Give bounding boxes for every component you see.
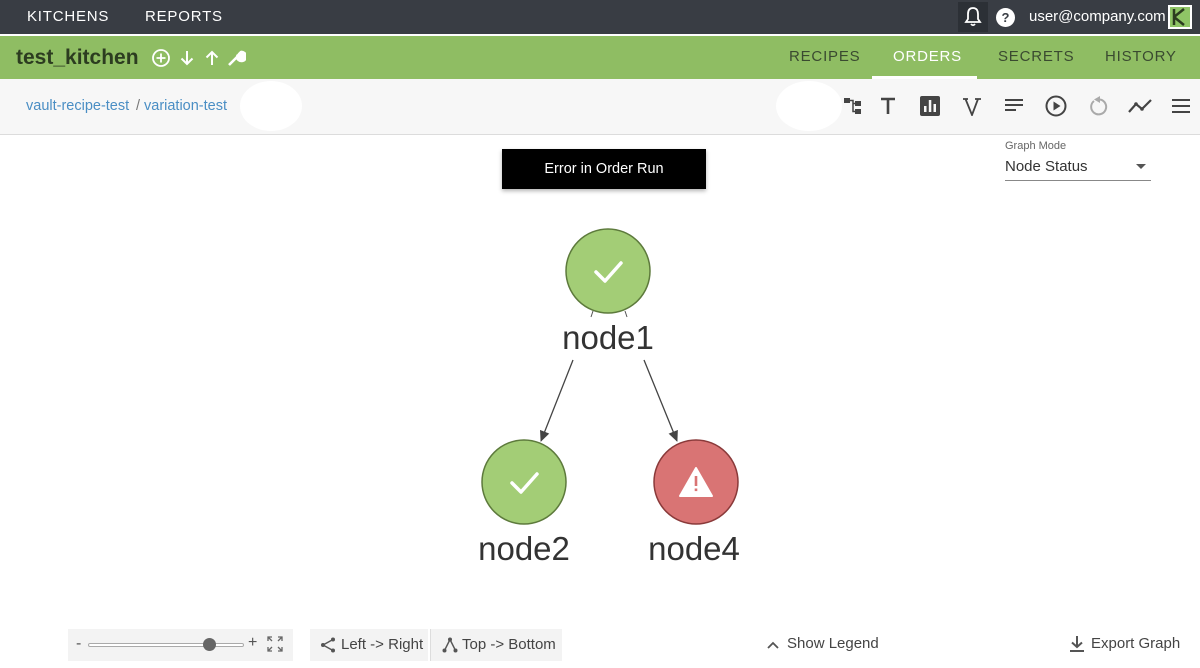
node-status-circle (565, 228, 651, 314)
play-circle-icon (1045, 95, 1067, 117)
tab-secrets[interactable]: SECRETS (998, 48, 1075, 65)
menu-icon (1172, 99, 1190, 113)
layout-left-right-button[interactable]: Left -> Right (310, 629, 428, 661)
export-graph-label: Export Graph (1091, 635, 1181, 652)
node-label: node2 (478, 530, 570, 567)
arrow-up-icon[interactable] (202, 48, 222, 68)
bar-chart-icon (920, 96, 940, 116)
text-view-icon (881, 97, 895, 114)
variables-button[interactable] (957, 92, 987, 120)
zoom-out-button[interactable]: - (76, 635, 82, 652)
logo-mark-icon (1172, 8, 1185, 26)
graph-mode-value: Node Status (1005, 158, 1088, 175)
layout-top-bottom-label: Top -> Bottom (462, 636, 556, 653)
log-lines-button[interactable] (999, 92, 1029, 120)
log-lines-icon (1005, 99, 1023, 111)
breadcrumb-separator: / (136, 98, 141, 114)
add-circle-icon[interactable] (151, 48, 171, 68)
checkmark-icon (594, 261, 623, 283)
node-status-circle (481, 439, 567, 525)
zoom-controls: - + (68, 629, 293, 661)
redaction-blob (240, 81, 302, 131)
undo-button[interactable] (1083, 92, 1113, 120)
graph-node-node4[interactable]: node4 (648, 439, 740, 567)
tree-icon (442, 637, 458, 653)
kitchen-name: test_kitchen (16, 46, 139, 69)
help-icon[interactable]: ? (996, 8, 1015, 27)
chevron-down-icon (1136, 164, 1146, 169)
top-nav-bar: KITCHENS REPORTS ? user@company.com (0, 0, 1200, 34)
tab-history[interactable]: HISTORY (1105, 48, 1177, 65)
graph-mode-label: Graph Mode (1005, 140, 1067, 152)
breadcrumb: vault-recipe-test / variation-test (0, 79, 1200, 135)
graph-view-icon (844, 98, 861, 114)
notifications-button[interactable] (958, 2, 988, 32)
active-tab-indicator (872, 76, 977, 79)
zoom-in-button[interactable]: + (248, 634, 258, 651)
graph-node-node1[interactable]: node1 (562, 228, 654, 356)
bell-icon (964, 7, 982, 27)
layout-left-right-label: Left -> Right (341, 636, 424, 653)
variables-icon (963, 98, 981, 116)
breadcrumb-recipe[interactable]: vault-recipe-test (26, 98, 130, 114)
nav-reports[interactable]: REPORTS (145, 8, 223, 25)
undo-icon (1090, 96, 1108, 116)
timeline-button[interactable] (1125, 92, 1155, 120)
kitchen-bar: test_kitchen RECIPES ORDERS SECRETS HIST… (0, 36, 1200, 79)
tab-recipes[interactable]: RECIPES (789, 48, 861, 65)
error-snackbar: Error in Order Run (502, 149, 706, 189)
edge-node1-node2 (540, 359, 574, 442)
graph-node-node2[interactable]: node2 (478, 439, 570, 567)
node-label: node4 (648, 530, 740, 567)
fit-screen-icon[interactable] (267, 636, 283, 652)
text-view-button[interactable] (873, 92, 903, 120)
tab-orders[interactable]: ORDERS (893, 48, 962, 65)
wrench-icon[interactable] (226, 48, 246, 68)
brand-logo (1168, 5, 1192, 29)
zoom-slider-track[interactable] (88, 643, 244, 647)
timeline-icon (1128, 99, 1152, 113)
arrow-down-icon[interactable] (177, 48, 197, 68)
download-icon (1070, 636, 1084, 652)
menu-button[interactable] (1166, 92, 1196, 120)
user-menu[interactable]: user@company.com (1029, 8, 1166, 25)
edge-node1-node4 (643, 359, 678, 442)
node1-stub-marks (590, 310, 628, 318)
warning-icon-dot (694, 488, 698, 492)
show-legend-label: Show Legend (787, 635, 879, 652)
order-graph: node1 node2 node4 (478, 228, 740, 567)
nav-kitchens[interactable]: KITCHENS (27, 8, 110, 25)
checkmark-icon (510, 472, 539, 494)
graph-mode-select[interactable]: Node Status (1005, 154, 1151, 181)
breadcrumb-variation[interactable]: variation-test (144, 98, 228, 114)
run-button[interactable] (1041, 92, 1071, 120)
layout-top-bottom-button[interactable]: Top -> Bottom (430, 629, 562, 661)
bar-chart-button[interactable] (915, 92, 945, 120)
share-icon (321, 637, 335, 653)
chevron-up-icon (767, 641, 779, 649)
node-label: node1 (562, 319, 654, 356)
warning-icon-mark (694, 476, 698, 486)
redaction-blob (776, 81, 842, 131)
zoom-slider-thumb[interactable] (203, 638, 217, 651)
graph-view-button[interactable] (838, 92, 868, 120)
